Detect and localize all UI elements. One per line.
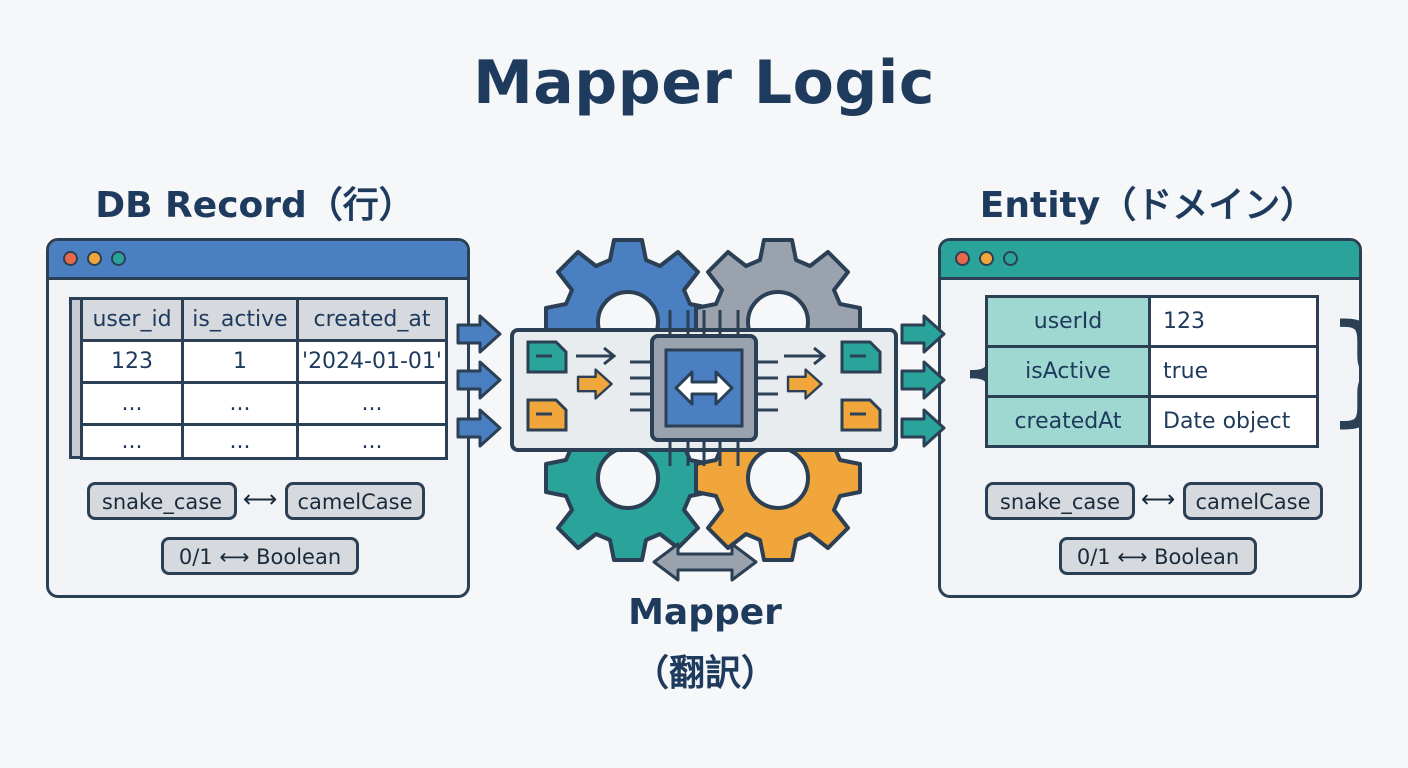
db-window-titlebar	[49, 241, 467, 280]
table-header-row: user_id is_active created_at	[80, 297, 448, 342]
window-maximize-dot	[1003, 251, 1018, 266]
entity-table: userId 123 isActive true createdAt Date …	[985, 295, 1319, 448]
table-cell: ...	[80, 423, 184, 460]
gear-icon	[694, 394, 862, 562]
field-value: 123	[1148, 295, 1319, 348]
table-cell: ...	[296, 423, 448, 460]
document-icon	[526, 398, 568, 432]
field-key: userId	[985, 295, 1151, 348]
processor-core	[664, 348, 744, 428]
window-minimize-dot	[87, 251, 102, 266]
window-close-dot	[955, 251, 970, 266]
table-cell: 1	[181, 339, 299, 384]
entity-window-titlebar	[941, 241, 1359, 280]
right-brace-icon: }	[1325, 285, 1359, 455]
column-header: is_active	[181, 297, 299, 342]
table-cell: ...	[80, 381, 184, 426]
table-cell: ...	[181, 381, 299, 426]
db-record-heading: DB Record（行）	[95, 185, 415, 226]
chip-swap-icon	[674, 370, 734, 406]
field-value: true	[1148, 345, 1319, 398]
document-icon	[840, 340, 882, 374]
camel-case-chip: camelCase	[285, 482, 425, 520]
mapper-label: Mapper	[628, 592, 782, 633]
entity-window: { } userId 123 isActive true createdAt D…	[938, 238, 1362, 598]
field-value: Date object	[1148, 395, 1319, 448]
field-key: createdAt	[985, 395, 1151, 448]
column-header: created_at	[296, 297, 448, 342]
entity-heading: Entity（ドメイン）	[979, 185, 1317, 226]
gear-icon	[694, 238, 862, 406]
field-key: isActive	[985, 345, 1151, 398]
table-cell: ...	[296, 381, 448, 426]
table-row: ... ... ...	[80, 423, 448, 460]
arrow-right-icon	[786, 368, 823, 400]
window-minimize-dot	[979, 251, 994, 266]
table-cell: ...	[181, 423, 299, 460]
processor-chip	[650, 334, 758, 442]
arrow-right-icon	[576, 368, 613, 400]
window-close-dot	[63, 251, 78, 266]
column-header: user_id	[80, 297, 184, 342]
db-record-window: user_id is_active created_at 123 1 '2024…	[46, 238, 470, 598]
gear-icon	[544, 394, 712, 562]
entity-field-row: isActive true	[985, 345, 1319, 398]
table-cell: '2024-01-01'	[296, 339, 448, 384]
mapper-sublabel: （翻訳）	[632, 653, 777, 694]
diagram-title: Mapper Logic	[473, 48, 935, 118]
db-record-table: user_id is_active created_at 123 1 '2024…	[80, 297, 448, 460]
table-cell: 123	[80, 339, 184, 384]
arrow-right-icon	[784, 346, 827, 366]
snake-case-chip: snake_case	[985, 482, 1135, 520]
processor-board	[510, 328, 898, 452]
table-row: ... ... ...	[80, 381, 448, 426]
entity-field-row: createdAt Date object	[985, 395, 1319, 448]
boolean-chip: 0/1 ⟷ Boolean	[1059, 537, 1257, 575]
table-row: 123 1 '2024-01-01'	[80, 339, 448, 384]
camel-case-chip: camelCase	[1183, 482, 1323, 520]
gear-icon	[544, 238, 712, 406]
boolean-chip: 0/1 ⟷ Boolean	[161, 537, 359, 575]
document-icon	[840, 398, 882, 432]
arrow-right-icon	[576, 346, 617, 366]
entity-field-row: userId 123	[985, 295, 1319, 348]
snake-case-chip: snake_case	[87, 482, 237, 520]
document-icon	[526, 340, 568, 374]
window-maximize-dot	[111, 251, 126, 266]
bidirectional-arrow-icon	[652, 542, 758, 582]
swap-arrow-icon: ⟷	[1141, 485, 1176, 513]
swap-arrow-icon: ⟷	[243, 485, 278, 513]
